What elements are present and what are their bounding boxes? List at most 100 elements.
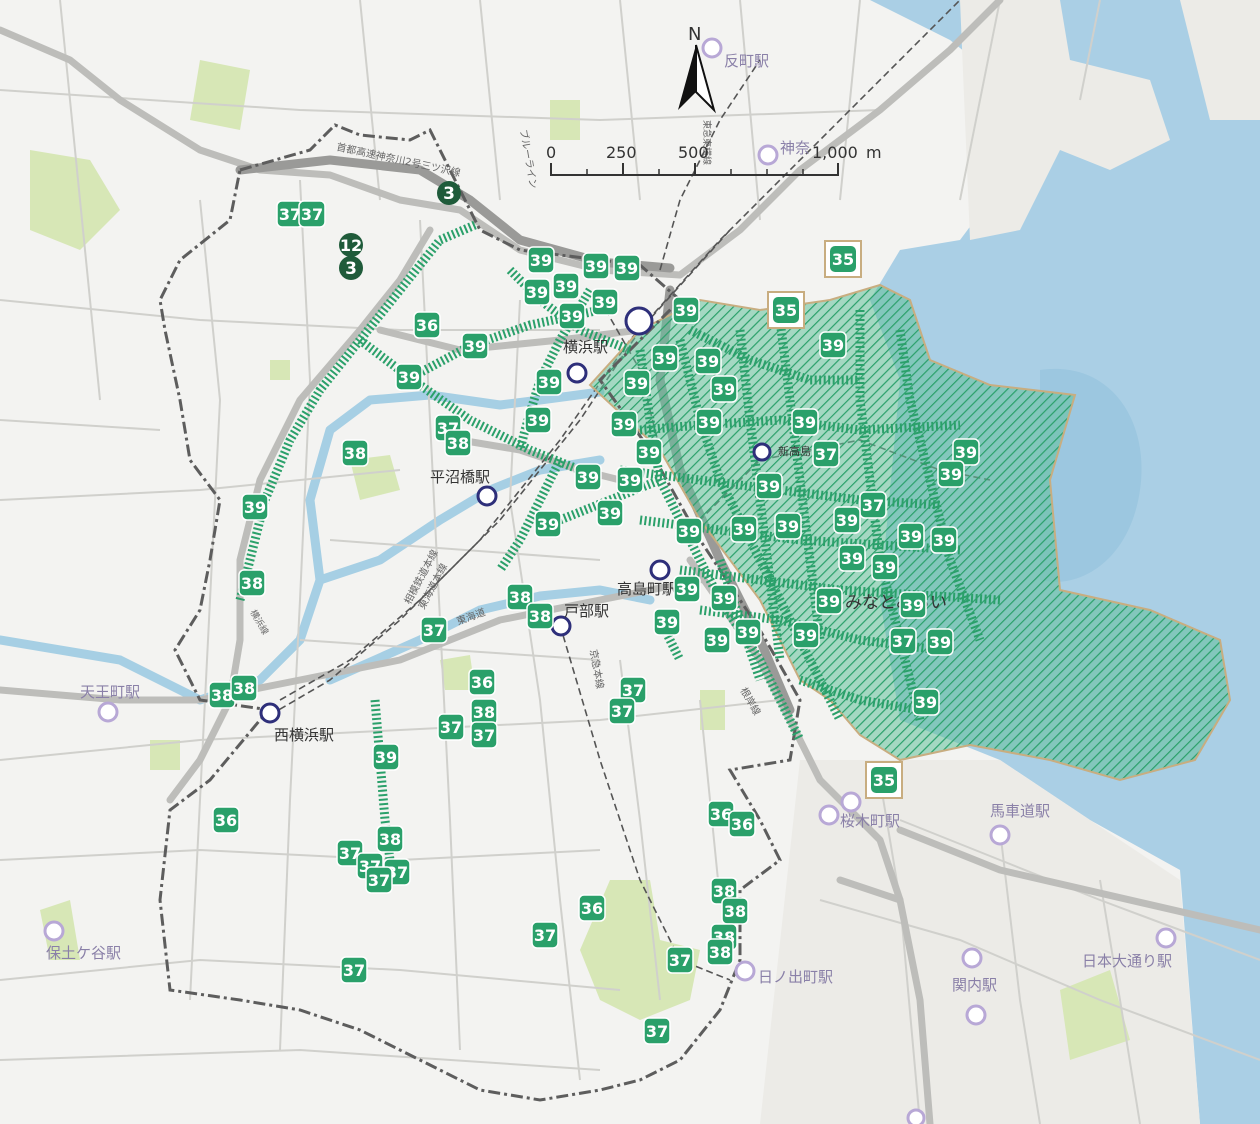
- marker-35-74[interactable]: 35: [865, 761, 903, 799]
- marker-39-44[interactable]: 39: [730, 515, 758, 543]
- station-takashimacho-circle[interactable]: [649, 559, 671, 581]
- marker-39-19[interactable]: 39: [651, 344, 679, 372]
- marker-37-66[interactable]: 37: [608, 697, 636, 725]
- marker-37-82[interactable]: 37: [365, 866, 393, 894]
- marker-37-90[interactable]: 37: [340, 956, 368, 984]
- marker-37-69[interactable]: 37: [470, 721, 498, 749]
- marker-39-60[interactable]: 39: [792, 621, 820, 649]
- marker-39-52[interactable]: 39: [710, 584, 738, 612]
- marker-38-78[interactable]: 38: [376, 825, 404, 853]
- marker-39-33[interactable]: 39: [952, 438, 980, 466]
- station-kanagawa-circle[interactable]: [757, 144, 779, 166]
- marker-38-88[interactable]: 38: [706, 938, 734, 966]
- marker-39-73[interactable]: 39: [372, 743, 400, 771]
- marker-39-10[interactable]: 39: [613, 254, 641, 282]
- marker-36-75[interactable]: 36: [212, 806, 240, 834]
- marker-39-46[interactable]: 39: [897, 522, 925, 550]
- marker-3-4[interactable]: 3: [339, 256, 363, 280]
- marker-38-70[interactable]: 38: [208, 681, 236, 709]
- marker-39-40[interactable]: 39: [596, 499, 624, 527]
- marker-38-71[interactable]: 38: [230, 674, 258, 702]
- marker-36-85[interactable]: 36: [578, 894, 606, 922]
- marker-39-13[interactable]: 39: [591, 288, 619, 316]
- marker-39-37[interactable]: 39: [755, 472, 783, 500]
- marker-37-1[interactable]: 37: [298, 200, 326, 228]
- marker-39-36[interactable]: 39: [616, 466, 644, 494]
- marker-36-77[interactable]: 36: [728, 810, 756, 838]
- marker-36-76[interactable]: 36: [707, 800, 735, 828]
- marker-35-16[interactable]: 35: [767, 291, 805, 329]
- marker-39-59[interactable]: 39: [734, 618, 762, 646]
- station-hodogaya-circle[interactable]: [43, 920, 65, 942]
- station-yokohama-small-circle[interactable]: [566, 362, 588, 384]
- station-kannai-circle[interactable]: [961, 947, 983, 969]
- marker-39-49[interactable]: 39: [871, 553, 899, 581]
- marker-37-89[interactable]: 37: [666, 946, 694, 974]
- marker-38-56[interactable]: 38: [526, 602, 554, 630]
- station-sakuragicho-circle[interactable]: [840, 791, 862, 813]
- marker-39-34[interactable]: 39: [937, 460, 965, 488]
- marker-38-84[interactable]: 38: [721, 897, 749, 925]
- marker-39-23[interactable]: 39: [535, 368, 563, 396]
- marker-39-48[interactable]: 39: [838, 544, 866, 572]
- station-kannai-circle-2[interactable]: [965, 1004, 987, 1026]
- station-tanmachi-circle[interactable]: [701, 37, 723, 59]
- marker-37-68[interactable]: 37: [437, 713, 465, 741]
- marker-37-91[interactable]: 37: [643, 1017, 671, 1045]
- marker-39-41[interactable]: 39: [833, 506, 861, 534]
- marker-37-38[interactable]: 37: [859, 491, 887, 519]
- marker-36-64[interactable]: 36: [468, 668, 496, 696]
- marker-39-43[interactable]: 39: [675, 517, 703, 545]
- marker-38-29[interactable]: 38: [444, 429, 472, 457]
- marker-39-15[interactable]: 39: [672, 296, 700, 324]
- marker-39-6[interactable]: 39: [461, 332, 489, 360]
- marker-38-67[interactable]: 38: [470, 698, 498, 726]
- station-bashamichi-circle[interactable]: [989, 824, 1011, 846]
- station-hiranumabashi-circle[interactable]: [476, 485, 498, 507]
- marker-39-35[interactable]: 39: [574, 463, 602, 491]
- marker-38-55[interactable]: 38: [506, 583, 534, 611]
- marker-39-25[interactable]: 39: [610, 410, 638, 438]
- marker-39-9[interactable]: 39: [582, 252, 610, 280]
- marker-37-65[interactable]: 37: [619, 676, 647, 704]
- marker-39-24[interactable]: 39: [524, 406, 552, 434]
- marker-39-72[interactable]: 39: [912, 688, 940, 716]
- station-nihonodori-circle[interactable]: [1155, 927, 1177, 949]
- marker-39-31[interactable]: 39: [635, 438, 663, 466]
- marker-39-18[interactable]: 39: [819, 331, 847, 359]
- marker-39-7[interactable]: 39: [395, 363, 423, 391]
- marker-39-39[interactable]: 39: [241, 493, 269, 521]
- marker-39-11[interactable]: 39: [523, 278, 551, 306]
- marker-39-27[interactable]: 39: [791, 408, 819, 436]
- marker-39-58[interactable]: 39: [703, 626, 731, 654]
- marker-39-21[interactable]: 39: [623, 369, 651, 397]
- station-hinodecho-circle[interactable]: [734, 960, 756, 982]
- station-south-circle[interactable]: [906, 1108, 926, 1124]
- marker-39-42[interactable]: 39: [534, 510, 562, 538]
- marker-39-20[interactable]: 39: [694, 347, 722, 375]
- marker-37-32[interactable]: 37: [812, 440, 840, 468]
- marker-39-14[interactable]: 39: [558, 302, 586, 330]
- marker-39-45[interactable]: 39: [774, 512, 802, 540]
- marker-39-62[interactable]: 39: [926, 628, 954, 656]
- marker-39-54[interactable]: 39: [899, 591, 927, 619]
- marker-37-86[interactable]: 37: [531, 921, 559, 949]
- marker-37-63[interactable]: 37: [420, 616, 448, 644]
- marker-39-53[interactable]: 39: [815, 587, 843, 615]
- marker-39-8[interactable]: 39: [527, 246, 555, 274]
- marker-39-26[interactable]: 39: [695, 408, 723, 436]
- station-sakuragicho-circle-2[interactable]: [818, 804, 840, 826]
- marker-39-51[interactable]: 39: [673, 575, 701, 603]
- marker-39-22[interactable]: 39: [710, 375, 738, 403]
- marker-38-50[interactable]: 38: [238, 569, 266, 597]
- marker-35-17[interactable]: 35: [824, 240, 862, 278]
- station-tennocho-circle[interactable]: [97, 701, 119, 723]
- marker-12-3[interactable]: 12: [339, 233, 363, 257]
- station-shintakashima-circle[interactable]: [752, 442, 772, 462]
- marker-36-5[interactable]: 36: [413, 311, 441, 339]
- marker-37-61[interactable]: 37: [889, 627, 917, 655]
- station-yokohama-circle[interactable]: [624, 306, 654, 336]
- marker-39-57[interactable]: 39: [653, 608, 681, 636]
- marker-3-2[interactable]: 3: [437, 181, 461, 205]
